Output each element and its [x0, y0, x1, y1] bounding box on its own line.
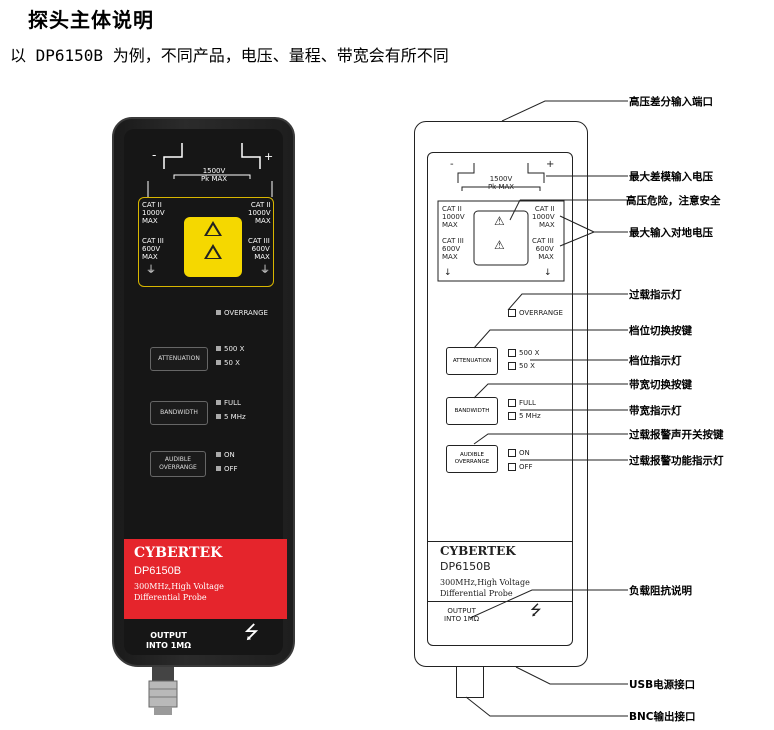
ground-icon: ↓ [444, 268, 452, 278]
brand-name: CYBERTEK [134, 545, 223, 561]
d-brand: CYBERTEK [440, 544, 516, 558]
probe-photo: - + 1500V Pk MAX CAT II 1000V MAX CAT II… [112, 117, 295, 667]
d-bnc-connector[interactable] [456, 667, 484, 698]
d-cat2-left: CAT II 1000V MAX [442, 205, 465, 229]
ground-icon: ⏚ [260, 265, 270, 276]
polarity-plus: + [264, 150, 274, 163]
warning-frame [138, 197, 274, 287]
ground-icon: ↓ [544, 268, 552, 278]
d-off: OFF [508, 463, 533, 471]
on-led: ON [216, 451, 235, 459]
usb-icon[interactable]: ⭍ [530, 603, 542, 619]
cat3-left: CAT III 600V MAX [142, 237, 164, 261]
callout-max-diff-voltage: 最大差模输入电压 [629, 171, 713, 183]
pk-max-label: 1500V Pk MAX [200, 167, 228, 183]
d-bw-5: 5 MHz [508, 412, 541, 420]
d-on-label: ON [519, 449, 530, 457]
ground-icon: ⏚ [146, 265, 156, 276]
bw-5-led: 5 MHz [216, 413, 246, 421]
callout-high-voltage-warning: 高压危险，注意安全 [626, 195, 721, 207]
off-label: OFF [224, 465, 238, 473]
cat2-left: CAT II 1000V MAX [142, 201, 165, 225]
callout-range-led: 档位指示灯 [629, 355, 682, 367]
d-on: ON [508, 449, 530, 457]
probe-drawing: - + 1500V Pk MAX CAT II 1000V MAX CAT II… [414, 121, 588, 667]
d-cat3-left: CAT III 600V MAX [442, 237, 464, 261]
callout-input-port: 高压差分输入端口 [629, 96, 713, 108]
d-bw-5-label: 5 MHz [519, 412, 541, 420]
callout-max-ground-voltage: 最大输入对地电压 [629, 227, 713, 239]
hazard-panel [184, 217, 242, 277]
callout-usb-port: USB电源接口 [629, 679, 696, 691]
d-cat2-right: CAT II 1000V MAX [532, 205, 555, 229]
warning-icon [204, 221, 222, 236]
d-att-500: 500 X [508, 349, 539, 357]
bw-5-label: 5 MHz [224, 413, 246, 421]
d-output: OUTPUT INTO 1MΩ [444, 607, 480, 623]
d-polarity-minus: - [450, 159, 454, 170]
d-pk-max: 1500V Pk MAX [487, 175, 515, 191]
callout-alarm-button: 过载报警声开关按键 [629, 429, 724, 441]
output-label: OUTPUT INTO 1MΩ [146, 631, 192, 650]
callout-bnc-port: BNC输出接口 [629, 711, 696, 723]
callout-load-impedance: 负载阻抗说明 [629, 585, 692, 597]
polarity-minus: - [152, 148, 157, 162]
att-500-led: 500 X [216, 345, 244, 353]
bw-full-label: FULL [224, 399, 241, 407]
callout-alarm-led: 过载报警功能指示灯 [629, 455, 724, 467]
d-attenuation-button[interactable]: ATTENUATION [446, 347, 498, 375]
d-bw-full: FULL [508, 399, 536, 407]
overrange-led: OVERRANGE [216, 309, 268, 317]
att-500-label: 500 X [224, 345, 245, 353]
drawing-bracket [437, 163, 565, 282]
d-overrange-label: OVERRANGE [519, 309, 563, 317]
warning-icon: ⚠ [494, 214, 505, 228]
d-audible-button[interactable]: AUDIBLE OVERRANGE [446, 445, 498, 473]
d-bw-full-label: FULL [519, 399, 536, 407]
att-50-label: 50 X [224, 359, 240, 367]
warning-icon: ⚠ [494, 238, 505, 252]
model-name: DP6150B [134, 565, 182, 577]
callout-range-button: 档位切换按键 [629, 325, 692, 337]
bw-full-led: FULL [216, 399, 241, 407]
callout-overrange-led: 过载指示灯 [629, 289, 682, 301]
model-description: 300MHz,High Voltage Differential Probe [134, 582, 224, 602]
overrange-label: OVERRANGE [224, 309, 268, 317]
d-att-500-label: 500 X [519, 349, 540, 357]
d-off-label: OFF [519, 463, 533, 471]
d-att-50-label: 50 X [519, 362, 535, 370]
page-subtitle: 以 DP6150B 为例，不同产品，电压、量程、带宽会有所不同 [10, 46, 449, 65]
drawing-divider [428, 601, 572, 602]
bandwidth-button[interactable]: BANDWIDTH [150, 401, 208, 425]
d-bandwidth-button[interactable]: BANDWIDTH [446, 397, 498, 425]
probe-face: - + 1500V Pk MAX CAT II 1000V MAX CAT II… [124, 129, 287, 655]
att-50-led: 50 X [216, 359, 240, 367]
callout-bandwidth-button: 带宽切换按键 [629, 379, 692, 391]
d-cat3-right: CAT III 600V MAX [532, 237, 554, 261]
attenuation-button[interactable]: ATTENUATION [150, 347, 208, 371]
off-led: OFF [216, 465, 238, 473]
d-att-50: 50 X [508, 362, 535, 370]
audible-overrange-button[interactable]: AUDIBLE OVERRANGE [150, 451, 206, 477]
d-polarity-plus: + [546, 159, 555, 170]
warning-icon [204, 244, 222, 259]
brand-panel: CYBERTEK DP6150B 300MHz,High Voltage Dif… [124, 539, 287, 619]
d-overrange: OVERRANGE [508, 309, 563, 317]
cat3-right: CAT III 600V MAX [248, 237, 270, 261]
input-bracket [147, 143, 273, 197]
callout-bandwidth-led: 带宽指示灯 [629, 405, 682, 417]
on-label: ON [224, 451, 235, 459]
drawing-divider [428, 541, 572, 542]
bnc-connector[interactable] [146, 667, 180, 717]
drawing-face: - + 1500V Pk MAX CAT II 1000V MAX CAT II… [427, 152, 573, 646]
d-model: DP6150B [440, 560, 491, 573]
cat2-right: CAT II 1000V MAX [248, 201, 271, 225]
d-desc: 300MHz,High Voltage Differential Probe [440, 578, 530, 598]
page-title: 探头主体说明 [28, 8, 154, 32]
